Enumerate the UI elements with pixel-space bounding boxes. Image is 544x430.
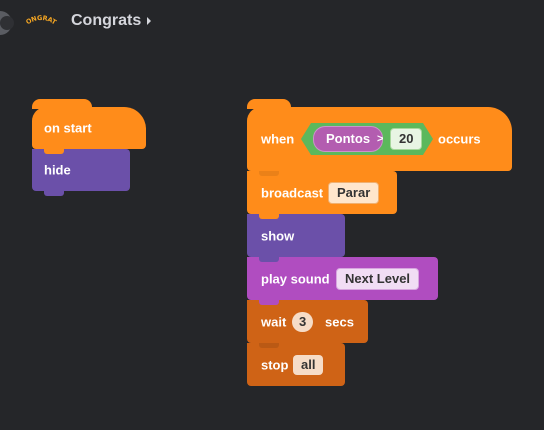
wait-seconds-input[interactable]: 3 <box>292 311 314 332</box>
congrats-logo: CONGRATS <box>22 7 59 29</box>
broadcast-message-dropdown[interactable]: Parar <box>328 181 380 204</box>
on-start-label: on start <box>44 120 92 136</box>
when-label: when <box>261 131 295 147</box>
top-bar: CONGRATS Congrats <box>0 0 544 44</box>
sprite-title[interactable]: Congrats <box>71 12 142 29</box>
hide-label: hide <box>44 162 71 178</box>
hide-block[interactable]: hide <box>32 149 130 196</box>
stop-block[interactable]: stop all <box>247 343 345 386</box>
show-block[interactable]: show <box>247 214 345 262</box>
occurs-label: occurs <box>438 131 481 147</box>
show-label: show <box>261 228 295 243</box>
broadcast-label: broadcast <box>261 185 324 200</box>
play-sound-label: play sound <box>261 271 330 286</box>
svg-text:CONGRATS: CONGRATS <box>24 13 58 27</box>
chevron-right-icon[interactable] <box>145 15 153 27</box>
sound-dropdown[interactable]: Next Level <box>336 267 420 290</box>
variable-reporter[interactable]: Pontos <box>313 126 384 152</box>
secs-label: secs <box>325 314 354 329</box>
threshold-input[interactable]: 20 <box>390 128 423 150</box>
greater-than-operator: > <box>377 133 384 145</box>
broadcast-block[interactable]: broadcast Parar <box>247 171 397 219</box>
stop-option-dropdown[interactable]: all <box>293 354 324 375</box>
wait-block[interactable]: wait 3 secs <box>247 300 368 348</box>
wait-label: wait <box>261 314 287 329</box>
stop-label: stop <box>261 357 289 372</box>
play-sound-block[interactable]: play sound Next Level <box>247 257 438 305</box>
back-button[interactable] <box>0 11 14 35</box>
on-start-block[interactable]: on start <box>32 99 146 149</box>
when-occurs-block[interactable]: when Pontos > 20 occurs <box>247 99 512 171</box>
